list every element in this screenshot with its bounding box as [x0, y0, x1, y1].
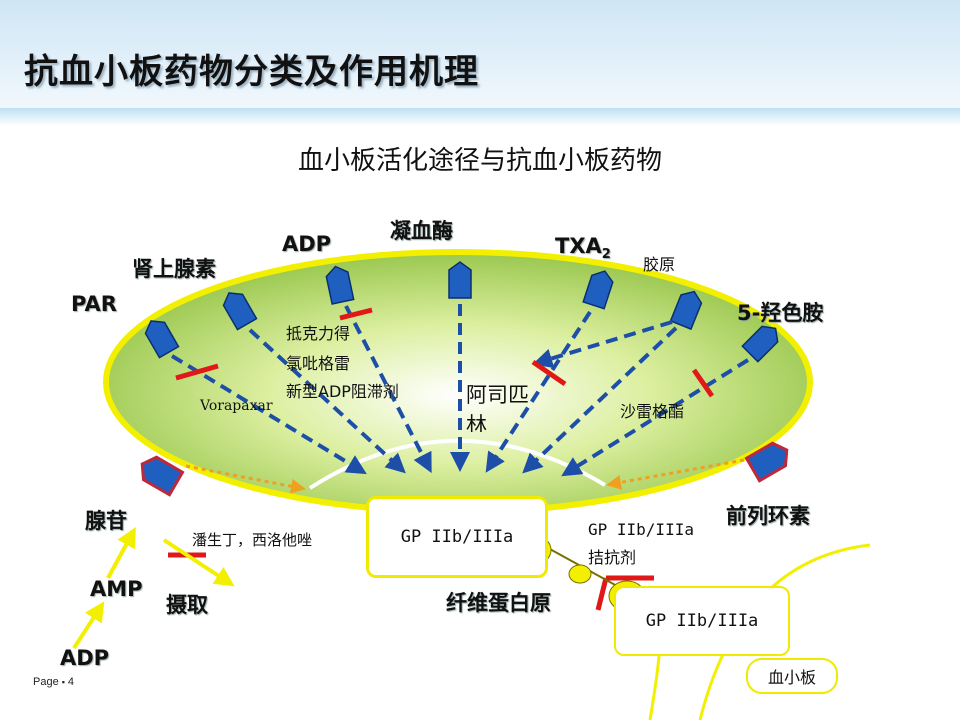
- receptor-epinephrine: [222, 292, 258, 331]
- label-gp-antagonist-line2: 拮抗剂: [588, 548, 637, 567]
- label-new-adp-blockers: 新型ADP阻滞剂: [286, 382, 399, 401]
- label-aspirin: 阿司匹林: [466, 383, 529, 432]
- label-adp-bottom: ADP: [60, 646, 110, 670]
- receptor-adp: [325, 265, 355, 305]
- label-txa2: TXA2: [555, 234, 611, 262]
- label-prostacyclin: 前列环素: [726, 504, 810, 528]
- block-p2y12: [339, 307, 373, 321]
- label-epinephrine: 肾上腺素: [132, 257, 216, 281]
- label-adp: ADP: [282, 232, 332, 256]
- gp-receptor-box: GP IIb/IIIa: [366, 496, 548, 578]
- page-separator: ▪: [61, 677, 65, 687]
- receptor-txa2: [582, 270, 614, 310]
- receptor-serotonin: [741, 325, 779, 363]
- arrow-amp-to-adenosine: [106, 526, 136, 579]
- arrow-prostacyclin: [606, 458, 745, 490]
- receptor-adenosine: [140, 455, 185, 497]
- header-band: [0, 108, 960, 126]
- label-adenosine: 腺苷: [85, 509, 127, 533]
- label-amp: AMP: [90, 577, 143, 601]
- block-vorapaxar: [175, 363, 219, 381]
- label-fibrinogen: 纤维蛋白原: [446, 591, 551, 615]
- label-serotonin: 5-羟色胺: [737, 301, 824, 325]
- label-gp-antagonist-line1: GP IIb/IIIa: [588, 520, 694, 539]
- arrow-adp: [344, 305, 432, 474]
- header-background: [0, 0, 960, 125]
- label-vorapaxar: Vorapaxar: [200, 398, 273, 414]
- page-footer: Page▪4: [33, 676, 74, 688]
- label-txa2-subscript: 2: [601, 247, 611, 263]
- label-par: PAR: [71, 292, 117, 316]
- arrow-adp-to-amp: [72, 601, 105, 650]
- arrow-collagen: [522, 326, 678, 474]
- slide-title: 抗血小板药物分类及作用机理: [24, 52, 479, 92]
- diagram-subtitle: 血小板活化途径与抗血小板药物: [297, 146, 662, 176]
- receptor-thrombin: [448, 261, 472, 299]
- arrow-txa2: [485, 310, 592, 473]
- page-number: 4: [67, 676, 75, 688]
- block-aspirin: [531, 359, 567, 387]
- arrow-collagen-txa2: [532, 320, 673, 369]
- gp-receptor-box-2: GP IIb/IIIa: [614, 586, 790, 656]
- label-txa2-text: TXA: [555, 234, 602, 258]
- arrow-epinephrine: [248, 328, 406, 474]
- arrow-adenosine: [185, 464, 306, 494]
- block-gp-antagonist: [595, 575, 654, 611]
- arrow-serotonin: [561, 358, 750, 477]
- label-dipyridamole-cilostazol: 潘生丁，西洛他唑: [192, 531, 313, 549]
- label-collagen: 胶原: [643, 255, 676, 274]
- block-sarpogrelate: [691, 368, 715, 398]
- arrow-uptake: [162, 538, 235, 587]
- label-clopidogrel: 氯吡格雷: [286, 354, 351, 373]
- label-uptake: 摄取: [166, 593, 208, 617]
- page-label: Page: [33, 676, 59, 688]
- receptor-prostacyclin: [744, 441, 789, 483]
- label-sarpogrelate: 沙雷格酯: [620, 402, 685, 421]
- receptor-par: [144, 320, 180, 359]
- label-ticlopidine: 抵克力得: [286, 324, 351, 343]
- platelet-label-box: 血小板: [746, 658, 838, 694]
- receptor-collagen: [669, 290, 703, 331]
- label-thrombin: 凝血酶: [390, 219, 453, 243]
